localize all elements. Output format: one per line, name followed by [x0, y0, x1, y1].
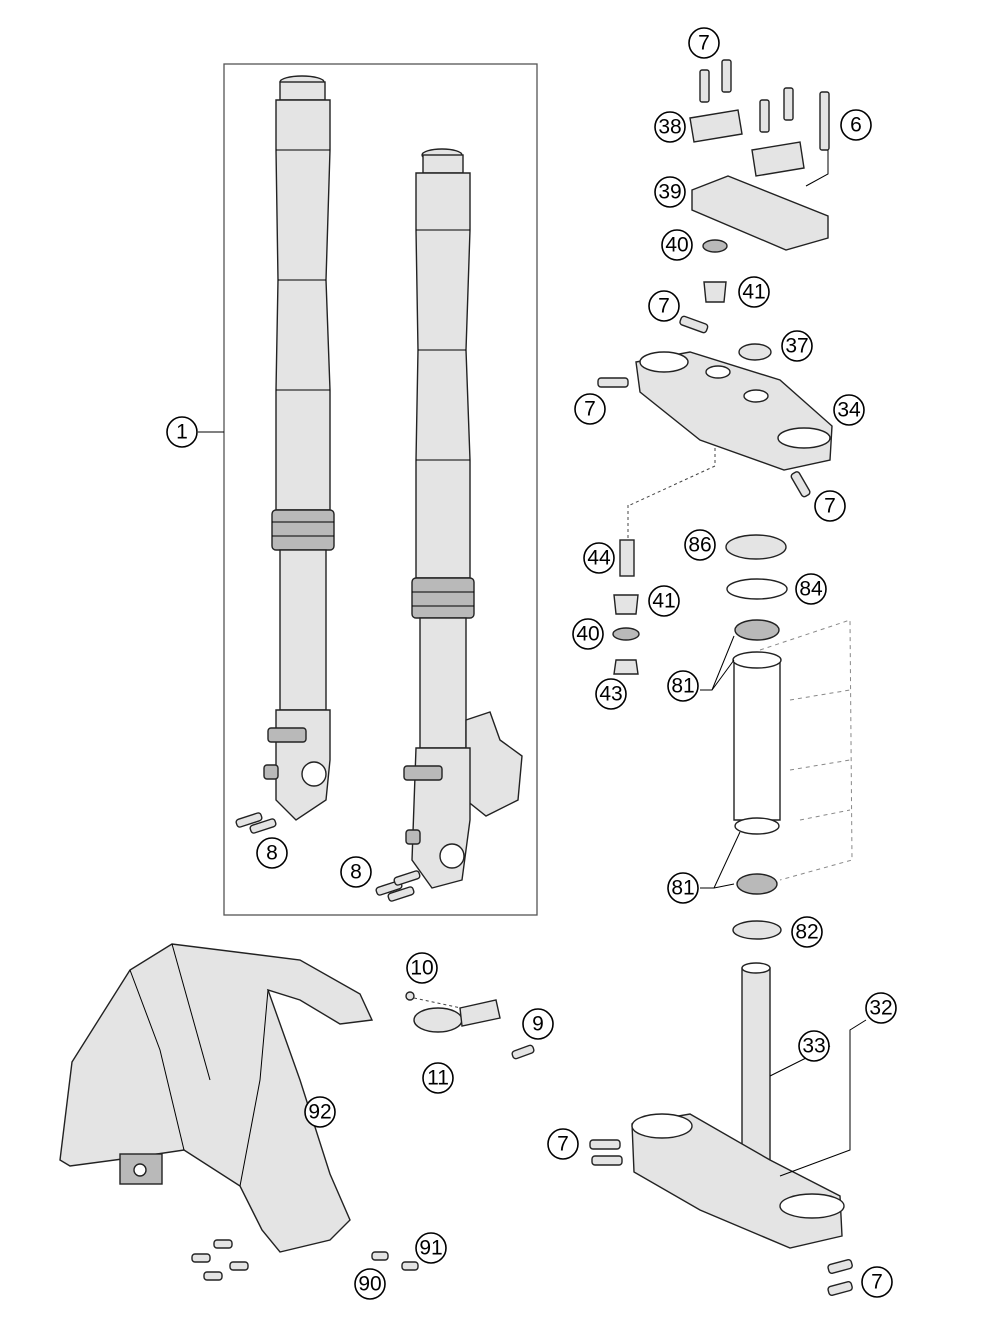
svg-text:40: 40 — [665, 234, 688, 257]
callout-7-triple-left: 7 — [574, 393, 606, 425]
svg-text:7: 7 — [871, 1271, 883, 1294]
bolt-upper-triple-clamp — [679, 315, 709, 334]
svg-text:44: 44 — [587, 547, 611, 570]
fork-leg-right — [403, 148, 523, 889]
callout-90: 90 — [354, 1268, 386, 1300]
callout-38: 38 — [654, 111, 686, 143]
svg-text:41: 41 — [652, 590, 675, 613]
frame-steering-head — [732, 619, 853, 881]
handlebar-clamp-base — [691, 175, 829, 251]
pin-44 — [619, 539, 635, 577]
callout-86: 86 — [684, 529, 716, 561]
svg-text:7: 7 — [584, 398, 596, 421]
fork-assembly-frame — [223, 63, 538, 916]
callout-41-upper: 41 — [738, 276, 770, 308]
callout-40-lower: 40 — [572, 618, 604, 650]
svg-text:37: 37 — [785, 335, 808, 358]
callout-81-upper: 81 — [667, 670, 699, 702]
svg-text:91: 91 — [419, 1237, 442, 1260]
callout-40-upper: 40 — [661, 229, 693, 261]
svg-text:8: 8 — [350, 861, 362, 884]
nut-43 — [613, 659, 639, 675]
callout-9: 9 — [522, 1008, 554, 1040]
callout-8-left: 8 — [256, 837, 288, 869]
bushing-upper — [703, 281, 727, 303]
dust-cover-86 — [725, 534, 787, 560]
callout-82: 82 — [791, 916, 823, 948]
svg-text:6: 6 — [850, 114, 862, 137]
svg-text:81: 81 — [671, 675, 694, 698]
svg-text:7: 7 — [698, 32, 710, 55]
cap-37 — [738, 343, 772, 361]
handlebar-clamps — [689, 109, 805, 177]
lower-triple-clamp — [631, 962, 845, 1249]
svg-text:7: 7 — [824, 495, 836, 518]
callout-6: 6 — [840, 109, 872, 141]
callout-7-triple-right: 7 — [814, 490, 846, 522]
svg-text:40: 40 — [576, 623, 599, 646]
svg-text:41: 41 — [742, 281, 765, 304]
callout-44: 44 — [583, 542, 615, 574]
bearing-race-lower — [734, 817, 780, 835]
washer-upper — [702, 239, 728, 253]
fork-leg-left — [263, 75, 335, 821]
callout-7-lower-right: 7 — [861, 1266, 893, 1298]
callout-1: 1 — [166, 416, 198, 448]
axle-clamp-screws-left — [235, 812, 277, 834]
bearing-lower — [736, 873, 778, 895]
svg-text:11: 11 — [427, 1067, 449, 1090]
bushing-lower — [613, 594, 639, 615]
svg-text:7: 7 — [658, 295, 670, 318]
svg-text:10: 10 — [410, 957, 433, 980]
upper-triple-clamp — [635, 351, 833, 471]
svg-text:43: 43 — [599, 683, 622, 706]
svg-text:8: 8 — [266, 842, 278, 865]
o-ring-84 — [726, 578, 788, 600]
callout-91: 91 — [415, 1232, 447, 1264]
callout-34: 34 — [833, 394, 865, 426]
svg-text:38: 38 — [658, 116, 681, 139]
handlebar-clamp-bolts — [699, 59, 830, 151]
callout-41-lower: 41 — [648, 585, 680, 617]
svg-text:33: 33 — [802, 1035, 825, 1058]
front-fender — [59, 943, 374, 1253]
callout-92: 92 — [304, 1096, 336, 1128]
svg-text:9: 9 — [532, 1013, 544, 1036]
bolt-triple-clamp-right — [790, 471, 811, 498]
svg-text:82: 82 — [795, 921, 818, 944]
svg-text:86: 86 — [688, 534, 711, 557]
callout-11: 11 — [422, 1062, 454, 1094]
callout-7-lower-left: 7 — [547, 1128, 579, 1160]
brake-line-clamp — [405, 991, 535, 1060]
callout-8-right: 8 — [340, 856, 372, 888]
bolts-lower-clamp-left — [589, 1139, 623, 1166]
svg-text:7: 7 — [557, 1133, 569, 1156]
svg-text:84: 84 — [799, 578, 823, 601]
washer-lower — [612, 627, 640, 641]
fender-screws — [191, 1239, 419, 1281]
callout-39: 39 — [654, 176, 686, 208]
seal-82 — [732, 920, 782, 940]
svg-text:39: 39 — [658, 181, 681, 204]
bearing-upper — [734, 619, 780, 641]
callout-7-upper-bolt: 7 — [648, 290, 680, 322]
callout-43: 43 — [595, 678, 627, 710]
callout-37: 37 — [781, 330, 813, 362]
callout-84: 84 — [795, 573, 827, 605]
svg-text:34: 34 — [837, 399, 861, 422]
callout-7-top: 7 — [688, 27, 720, 59]
callout-33: 33 — [798, 1030, 830, 1062]
callout-32: 32 — [865, 992, 897, 1024]
callout-81-lower: 81 — [667, 872, 699, 904]
bolts-lower-clamp-right — [827, 1259, 853, 1296]
callout-10: 10 — [406, 952, 438, 984]
axle-clamp-screws-right — [375, 870, 421, 902]
svg-text:90: 90 — [358, 1273, 381, 1296]
bolt-triple-clamp-left — [597, 377, 629, 388]
svg-text:81: 81 — [671, 877, 694, 900]
svg-text:1: 1 — [176, 421, 188, 444]
svg-text:92: 92 — [308, 1101, 331, 1124]
svg-text:32: 32 — [869, 997, 892, 1020]
